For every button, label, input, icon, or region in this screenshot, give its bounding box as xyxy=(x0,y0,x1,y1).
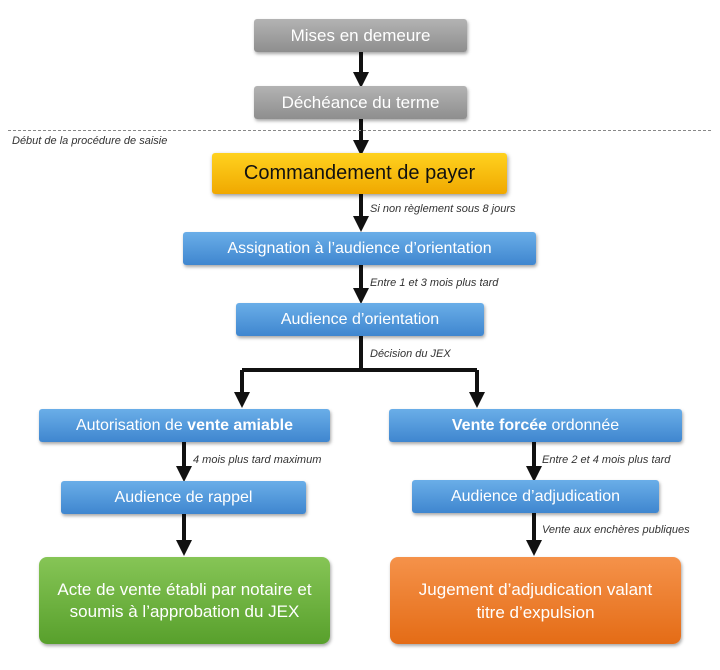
box-label: Jugement d’adjudication valant titre d’e… xyxy=(418,579,653,622)
box-audience-adjudication: Audience d’adjudication xyxy=(412,480,659,513)
note-quatre-mois: 4 mois plus tard maximum xyxy=(193,454,322,466)
note-entre-2-4-mois: Entre 2 et 4 mois plus tard xyxy=(542,454,671,466)
box-label: Acte de vente établi par notaire et soum… xyxy=(57,579,312,621)
box-label: Audience d’adjudication xyxy=(450,487,620,505)
box-acte-de-vente: Acte de vente établi par notaire et soum… xyxy=(39,557,330,644)
box-label: Mises en demeure xyxy=(290,25,431,45)
box-label: Commandement de payer xyxy=(243,162,476,184)
saisie-divider xyxy=(8,130,711,131)
label-emphasis: Vente forcée xyxy=(451,416,548,434)
box-label: Vente forcée ordonnée xyxy=(452,417,619,435)
note-debut-saisie: Début de la procédure de saisie xyxy=(12,135,168,147)
box-audience-rappel: Audience de rappel xyxy=(61,481,306,514)
box-decheance-du-terme: Déchéance du terme xyxy=(254,86,467,119)
box-mises-en-demeure: Mises en demeure xyxy=(254,19,467,52)
note-non-reglement: Si non règlement sous 8 jours xyxy=(370,203,516,215)
label-prefix: Autorisation de xyxy=(75,416,188,434)
label-suffix: ordonnée xyxy=(547,416,620,434)
arrow-split-jex xyxy=(242,336,477,372)
note-vente-encheres: Vente aux enchères publiques xyxy=(542,524,690,536)
box-label: Autorisation de vente amiable xyxy=(76,417,293,435)
box-autorisation-vente-amiable: Autorisation de vente amiable xyxy=(39,409,330,442)
note-decision-jex: Décision du JEX xyxy=(370,348,451,360)
box-label: Audience de rappel xyxy=(114,488,253,506)
box-label: Déchéance du terme xyxy=(281,92,440,112)
label-emphasis: vente amiable xyxy=(187,416,293,434)
box-commandement-de-payer: Commandement de payer xyxy=(212,153,507,194)
box-label: Audience d’orientation xyxy=(280,310,440,328)
box-jugement-adjudication: Jugement d’adjudication valant titre d’e… xyxy=(390,557,681,644)
box-audience-orientation: Audience d’orientation xyxy=(236,303,484,336)
box-label: Assignation à l’audience d’orientation xyxy=(227,239,492,257)
box-assignation: Assignation à l’audience d’orientation xyxy=(183,232,536,265)
box-vente-forcee: Vente forcée ordonnée xyxy=(389,409,682,442)
note-entre-1-3-mois: Entre 1 et 3 mois plus tard xyxy=(370,277,499,289)
